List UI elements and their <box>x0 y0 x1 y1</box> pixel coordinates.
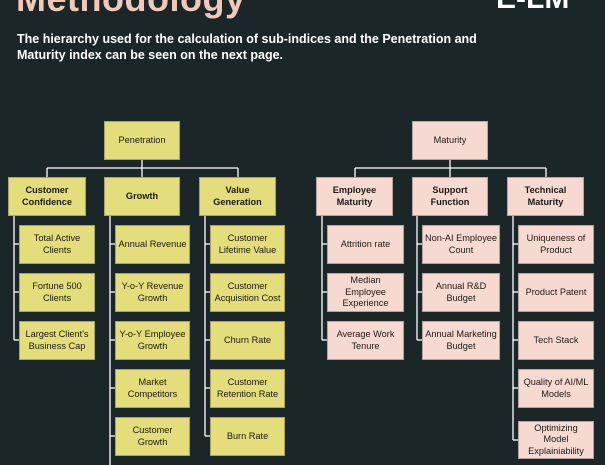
support-function-node: Support Function <box>412 177 488 216</box>
intro-text: The hierarchy used for the calculation o… <box>17 32 477 62</box>
brand-logo: E-LM <box>496 0 569 16</box>
leaf-node: Customer Retention Rate <box>210 369 285 408</box>
value-generation-node: Value Generation <box>199 177 276 216</box>
leaf-node: Burn Rate <box>210 417 285 456</box>
leaf-node: Y-o-Y Revenue Growth <box>115 273 190 312</box>
leaf-node: Customer Acquisition Cost <box>210 273 285 312</box>
leaf-node: Annual Marketing Budget <box>422 321 500 360</box>
page-heading: Methodology <box>16 0 245 20</box>
leaf-node: Churn Rate <box>210 321 285 360</box>
employee-maturity-node: Employee Maturity <box>316 177 393 216</box>
leaf-node: Quality of AI/ML Models <box>518 369 594 408</box>
leaf-node: Optimizing Model Explainiability <box>518 421 594 459</box>
leaf-node: Uniqueness of Product <box>518 225 594 264</box>
leaf-node: Median Employee Experience <box>327 273 404 312</box>
maturity-root-node: Maturity <box>412 121 488 160</box>
penetration-root-node: Penetration <box>104 121 180 160</box>
leaf-node: Total Active Clients <box>19 225 95 264</box>
customer-confidence-node: Customer Confidence <box>8 177 86 216</box>
growth-node: Growth <box>104 177 180 216</box>
leaf-node: Largest Client's Business Cap <box>19 321 95 360</box>
leaf-node: Y-o-Y Employee Growth <box>115 321 190 360</box>
leaf-node: Non-AI Employee Count <box>422 225 500 264</box>
leaf-node: Annual Revenue <box>115 225 190 264</box>
technical-maturity-node: Technical Maturity <box>507 177 584 216</box>
leaf-node: Tech Stack <box>518 321 594 360</box>
leaf-node: Market Competitors <box>115 369 190 408</box>
leaf-node: Average Work Tenure <box>327 321 404 360</box>
leaf-node: Customer Growth <box>115 417 190 456</box>
leaf-node: Attrition rate <box>327 225 404 264</box>
leaf-node: Customer Lifetime Value <box>210 225 285 264</box>
leaf-node: Annual R&D Budget <box>422 273 500 312</box>
leaf-node: Product Patent <box>518 273 594 312</box>
leaf-node: Fortune 500 Clients <box>19 273 95 312</box>
